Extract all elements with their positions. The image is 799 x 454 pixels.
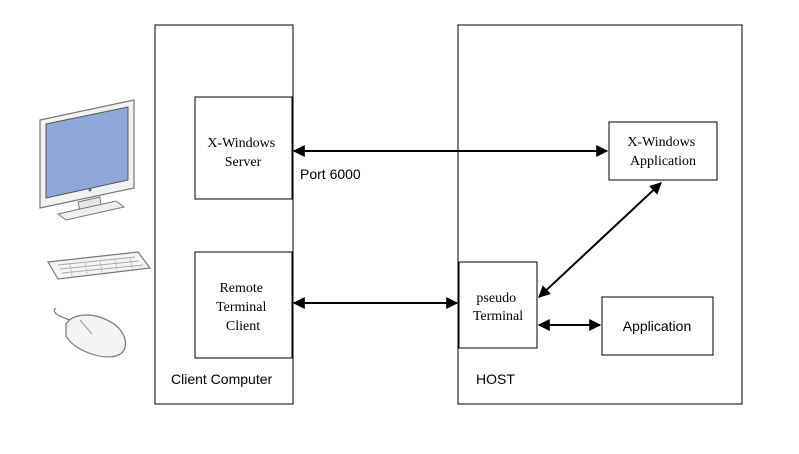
x-windows-server-box [194, 96, 293, 200]
port-label: Port 6000 [300, 166, 361, 182]
application-label: Application [623, 318, 692, 334]
x-windows-application-label-1: X-Windows [627, 135, 695, 150]
pseudo-terminal-label-1: pseudo [476, 291, 516, 306]
x-windows-server-label-2: Server [225, 155, 262, 170]
remote-terminal-client-box [194, 251, 293, 359]
x-windows-server-label-1: X-Windows [207, 136, 275, 151]
pseudo-terminal-box [458, 261, 538, 349]
svg-text:X-Windows Application: X-Windows Application [627, 135, 698, 169]
monitor-icon [39, 99, 135, 221]
keyboard-icon [47, 251, 152, 280]
remote-terminal-client-label-3: Client [226, 319, 260, 334]
application-box [601, 296, 714, 356]
svg-text:X-Windows Server: X-Windows Server [207, 136, 278, 170]
svg-text:Remote Terminal Client: Remote Terminal Client [216, 281, 270, 334]
svg-text:pseudo Terminal: pseudo Terminal [473, 291, 523, 324]
pseudo-terminal-label-2: Terminal [473, 309, 523, 324]
client-computer-label: Client Computer [171, 371, 272, 387]
x-windows-application-label-2: Application [630, 154, 696, 169]
host-label: HOST [476, 371, 515, 387]
remote-terminal-client-label-1: Remote [219, 281, 263, 296]
pty-to-x-app-connector [538, 182, 662, 298]
x-windows-application-box [608, 121, 718, 181]
remote-terminal-client-label-2: Terminal [216, 300, 266, 315]
mouse-icon [53, 307, 127, 358]
